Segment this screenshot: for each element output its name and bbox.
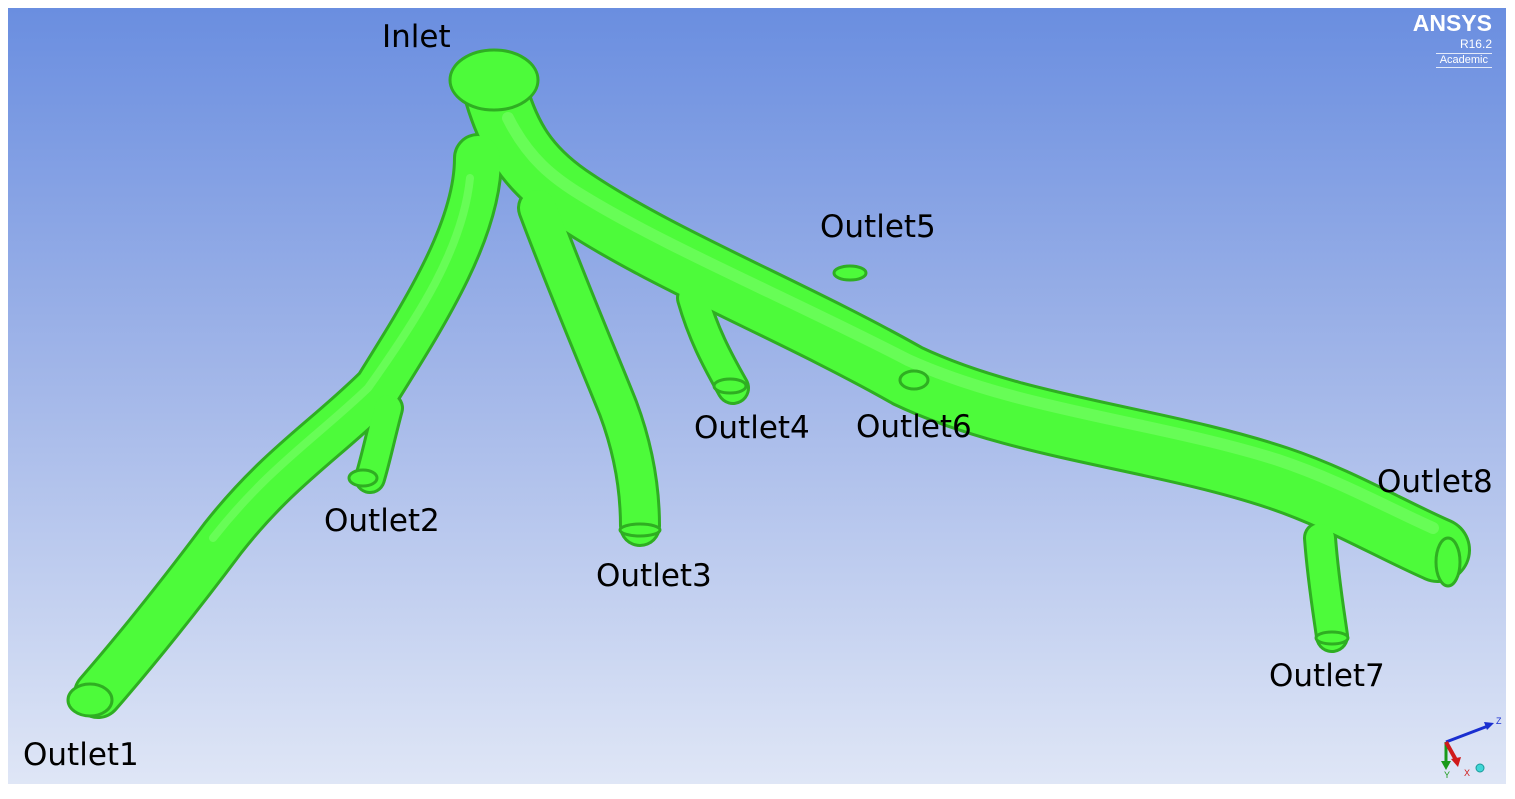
x-axis-line [1444,741,1458,761]
z-axis-line [1445,724,1489,744]
outlet4-cap [712,377,748,395]
outlet7-cap [1314,630,1350,646]
outlet3-cap [618,522,662,538]
z-axis-arrow [1484,722,1494,730]
outlet1-label: Outlet1 [23,737,139,773]
branch-outlet7 [1306,524,1346,650]
logo-brand: ANSYS [1412,10,1492,36]
vessel-geometry[interactable] [8,8,1506,784]
outlet1-cap [66,682,114,718]
y-axis-arrow [1441,761,1451,770]
axis-triad-icon[interactable]: Z Y X [1434,712,1504,778]
inlet-label: Inlet [382,19,451,55]
outlet2-label: Outlet2 [324,503,440,539]
outlet7-label: Outlet7 [1269,658,1385,694]
outlet6-cap [898,369,930,391]
logo-edition: Academic [1435,53,1492,68]
outlet5-cap [832,264,868,282]
z-axis-label: Z [1496,716,1502,726]
inlet-cap [448,48,540,112]
outlet8-cap [1434,536,1462,588]
outlet3-label: Outlet3 [596,558,712,594]
outlet8-label: Outlet8 [1377,464,1493,500]
outlet4-label: Outlet4 [694,410,810,446]
outlet2-cap [347,468,379,488]
logo-version: R16.2 [1459,37,1492,51]
ansys-logo: ANSYS R16.2 Academic [1413,12,1492,68]
x-axis-label: X [1464,768,1470,778]
branch-left [76,136,500,716]
branch-outlet3 [520,190,658,544]
graphics-viewport[interactable]: Inlet Outlet1 Outlet2 Outlet3 Outlet4 Ou… [8,8,1506,784]
rotation-center-icon [1475,763,1485,773]
x-axis-arrow [1451,757,1461,767]
branch-outlet2 [357,395,401,491]
outlet5-label: Outlet5 [820,209,936,245]
outlet6-label: Outlet6 [856,409,972,445]
y-axis-label: Y [1444,770,1450,778]
